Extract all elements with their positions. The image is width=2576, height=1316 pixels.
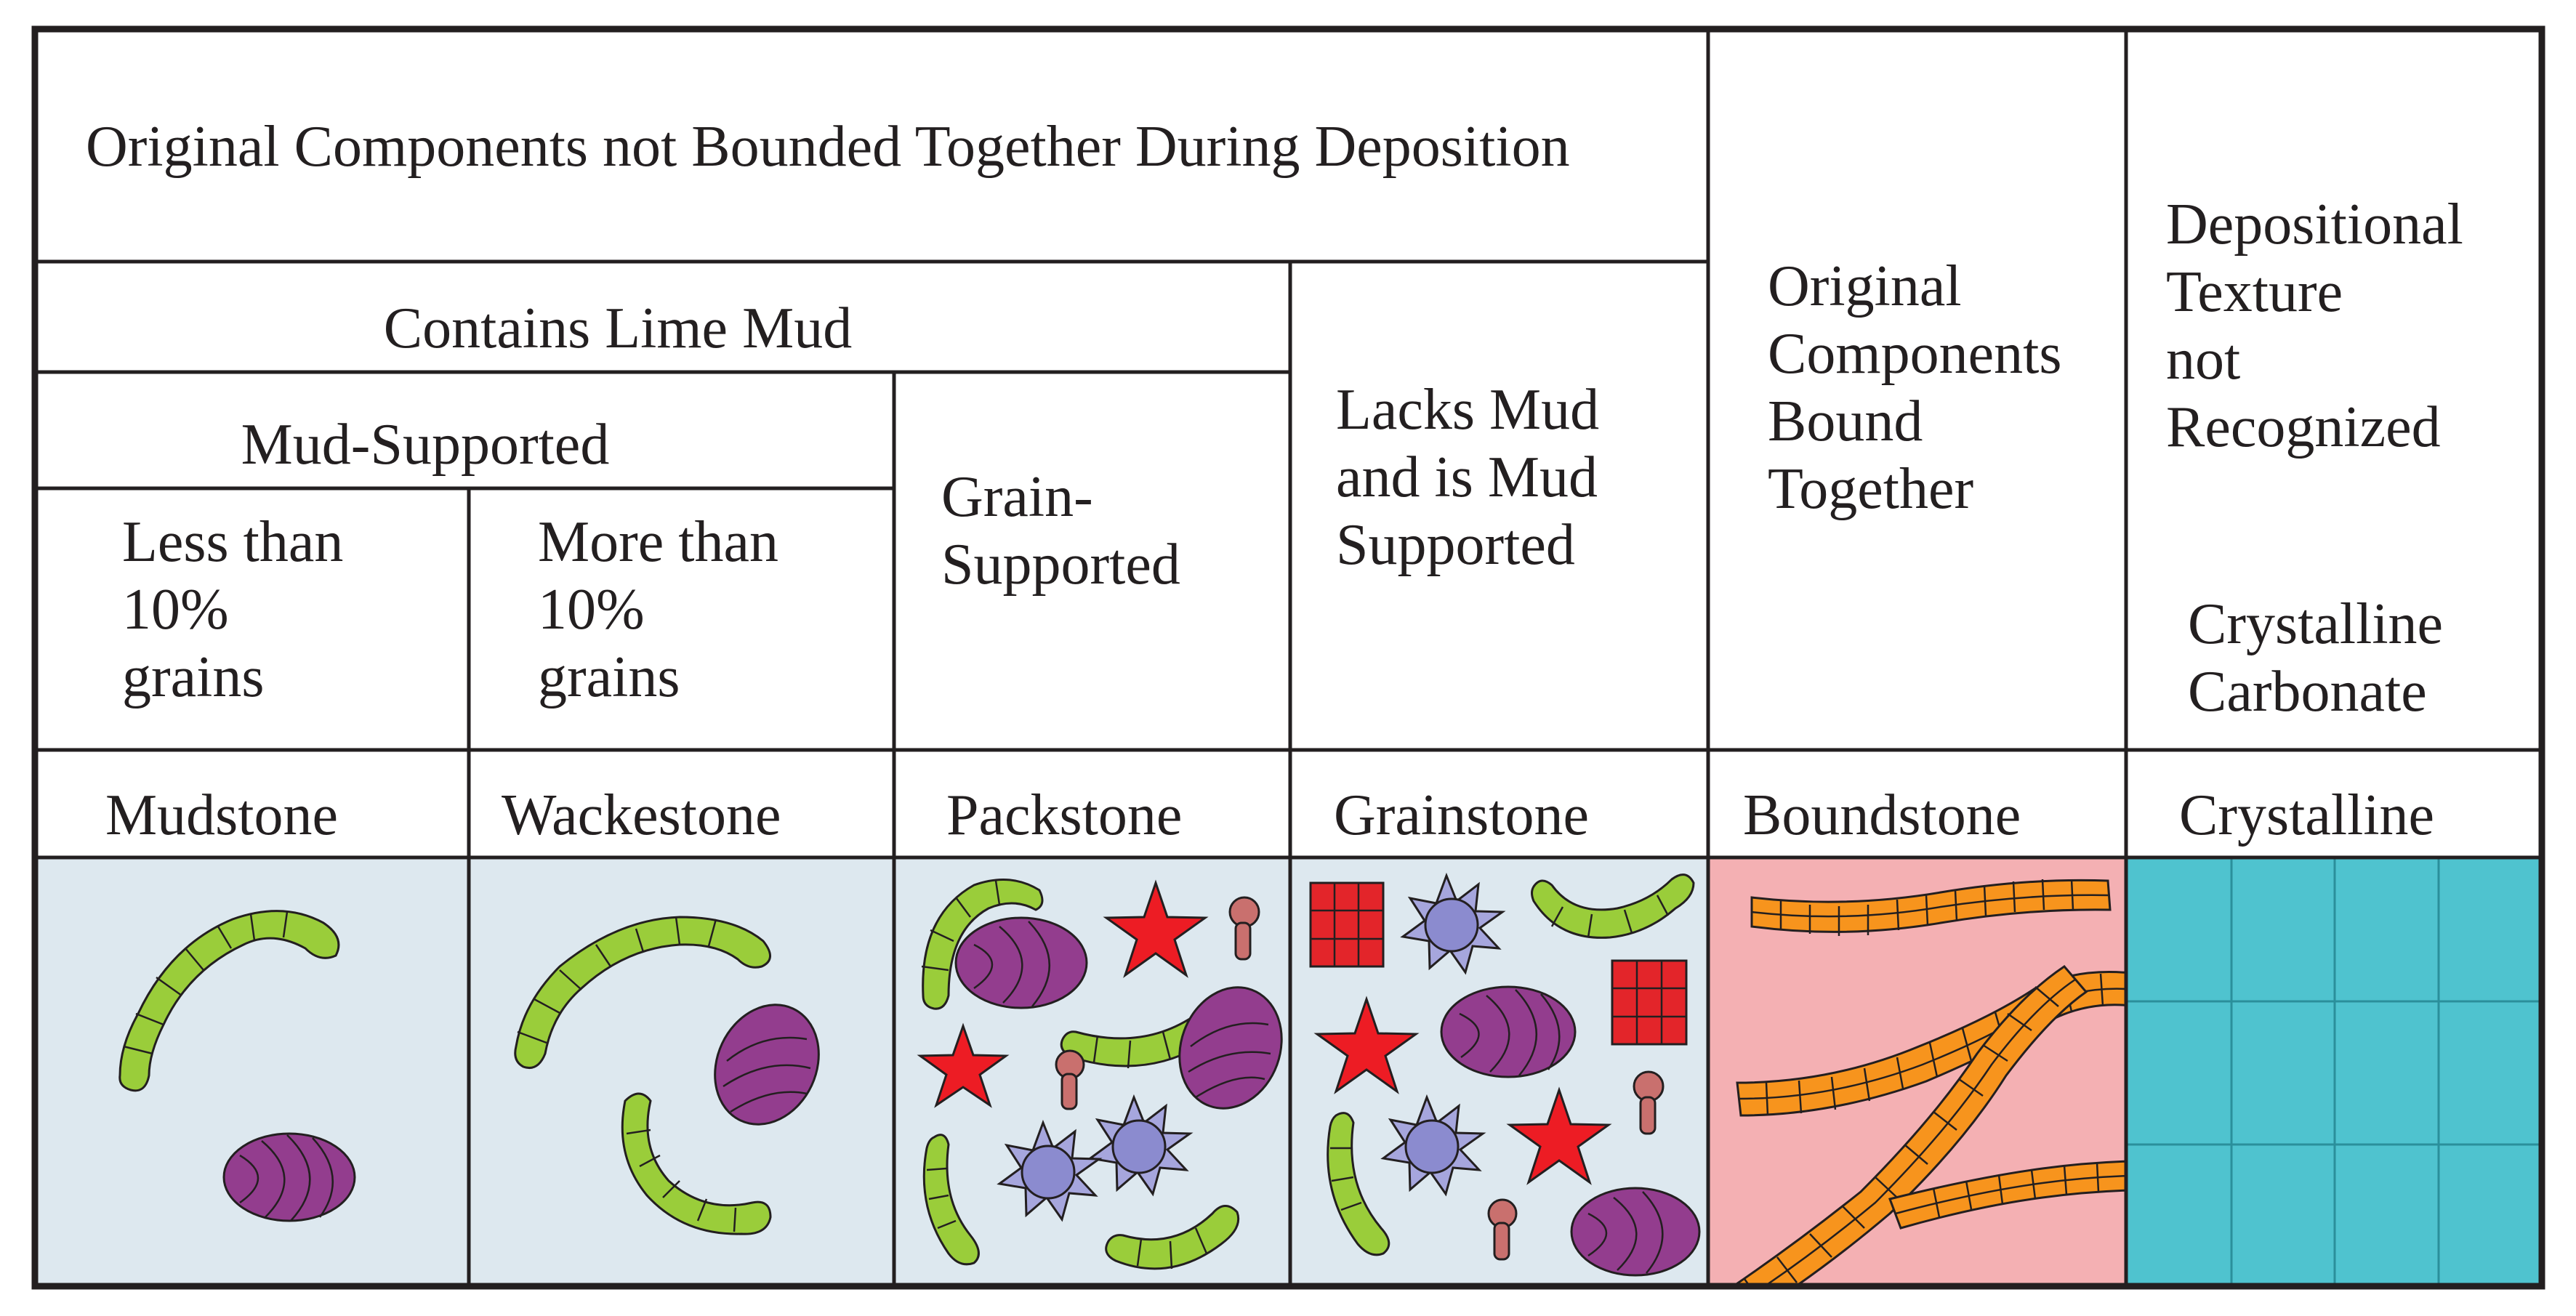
pellet-lines bbox=[973, 921, 1050, 1007]
label-lacks-mud-3: Supported bbox=[1336, 513, 1575, 577]
label-not-recognized-3: not bbox=[2166, 328, 2240, 392]
coral-branch bbox=[1888, 1160, 2126, 1230]
coral-branch bbox=[1731, 965, 2088, 1286]
red-square-grain bbox=[1309, 881, 1385, 968]
coral-branch-segments bbox=[1751, 879, 2109, 936]
label-grain-supported-2: Supported bbox=[941, 533, 1180, 597]
grainstone-grains bbox=[1309, 872, 1701, 1277]
pellet-lines bbox=[1459, 989, 1561, 1076]
green-shell-segments bbox=[517, 916, 717, 1044]
rock-type-boundstone: Boundstone bbox=[1743, 783, 2021, 847]
coral-branch-segments bbox=[1743, 978, 2076, 1286]
label-crystalline-carbonate-1: Crystalline bbox=[2188, 592, 2443, 656]
label-more-than-1: More than bbox=[538, 510, 778, 574]
rock-type-mudstone: Mudstone bbox=[105, 783, 338, 847]
pellet-lines bbox=[1188, 1022, 1271, 1099]
coral-branch-segments bbox=[1895, 1162, 2126, 1218]
crystal-grid bbox=[2126, 857, 2542, 1286]
green-shell-segments bbox=[1330, 1147, 1362, 1211]
green-shell-segments bbox=[626, 1129, 737, 1232]
green-shell-segments bbox=[1136, 1227, 1208, 1269]
label-bound-together-4: Together bbox=[1768, 457, 1973, 521]
green-shell-segments bbox=[1550, 895, 1670, 938]
rock-type-crystalline: Crystalline bbox=[2179, 783, 2434, 847]
star-grain-violet bbox=[1400, 872, 1506, 975]
boundstone-framework bbox=[1731, 879, 2126, 1286]
label-not-recognized-4: Recognized bbox=[2166, 395, 2441, 459]
label-bound-together-3: Bound bbox=[1768, 389, 1923, 453]
green-shell-grain bbox=[514, 916, 771, 1069]
green-shell-grain bbox=[922, 1134, 980, 1266]
label-grain-supported-1: Grain- bbox=[941, 465, 1093, 529]
red-star-grain bbox=[917, 1022, 1010, 1108]
label-bound-together-2: Components bbox=[1768, 322, 2061, 386]
label-lacks-mud-1: Lacks Mud bbox=[1336, 378, 1599, 442]
purple-pellet-grain bbox=[222, 1132, 356, 1222]
wackestone-grains bbox=[514, 916, 820, 1235]
header-not-bounded: Original Components not Bounded Together… bbox=[86, 115, 1570, 179]
peloid-grain bbox=[1487, 1198, 1518, 1261]
red-star-grain bbox=[1506, 1086, 1612, 1185]
red-star-grain bbox=[1103, 879, 1209, 978]
rock-type-packstone: Packstone bbox=[946, 783, 1182, 847]
star-grain-violet bbox=[997, 1119, 1103, 1222]
green-shell-grain bbox=[1531, 873, 1695, 939]
green-shell-grain bbox=[118, 910, 340, 1092]
label-not-recognized-1: Depositional bbox=[2166, 193, 2463, 257]
pellet-lines bbox=[239, 1134, 334, 1222]
star-grain-violet bbox=[1087, 1094, 1194, 1197]
label-bound-together-1: Original bbox=[1768, 254, 1962, 318]
label-less-than-2: 10% bbox=[122, 578, 229, 642]
mudstone-grains bbox=[118, 910, 356, 1222]
green-shell-segments bbox=[123, 911, 289, 1055]
red-square-grain bbox=[1611, 959, 1688, 1046]
rock-type-wackestone: Wackestone bbox=[502, 783, 781, 847]
green-shell-segments bbox=[921, 880, 1001, 972]
rock-type-grainstone: Grainstone bbox=[1334, 783, 1589, 847]
pellet-lines bbox=[723, 1036, 811, 1113]
label-more-than-3: grains bbox=[538, 645, 680, 709]
green-shell-grain-small bbox=[621, 1092, 772, 1235]
header-mud-supported: Mud-Supported bbox=[241, 413, 610, 477]
red-star-grain bbox=[1313, 996, 1420, 1094]
green-shell-segments bbox=[926, 1167, 957, 1230]
label-crystalline-carbonate-2: Carbonate bbox=[2188, 660, 2427, 724]
peloid-grain bbox=[1055, 1049, 1085, 1110]
label-less-than-3: grains bbox=[122, 645, 265, 709]
label-more-than-2: 10% bbox=[538, 578, 645, 642]
peloid-grain bbox=[1633, 1070, 1665, 1135]
table-grid bbox=[31, 25, 2545, 1290]
header-contains-lime-mud: Contains Lime Mud bbox=[384, 296, 852, 360]
purple-pellet-grain bbox=[714, 1004, 820, 1126]
label-lacks-mud-2: and is Mud bbox=[1336, 445, 1598, 509]
label-less-than-1: Less than bbox=[122, 510, 343, 574]
green-shell-grain bbox=[922, 878, 1044, 1010]
pellet-lines bbox=[1587, 1191, 1664, 1274]
green-shell-segments bbox=[1092, 1018, 1201, 1069]
peloid-grain bbox=[1228, 896, 1260, 961]
label-not-recognized-2: Texture bbox=[2166, 260, 2343, 324]
star-grain-violet bbox=[1380, 1094, 1486, 1197]
coral-branch bbox=[1750, 879, 2112, 933]
packstone-grains bbox=[917, 878, 1283, 1270]
